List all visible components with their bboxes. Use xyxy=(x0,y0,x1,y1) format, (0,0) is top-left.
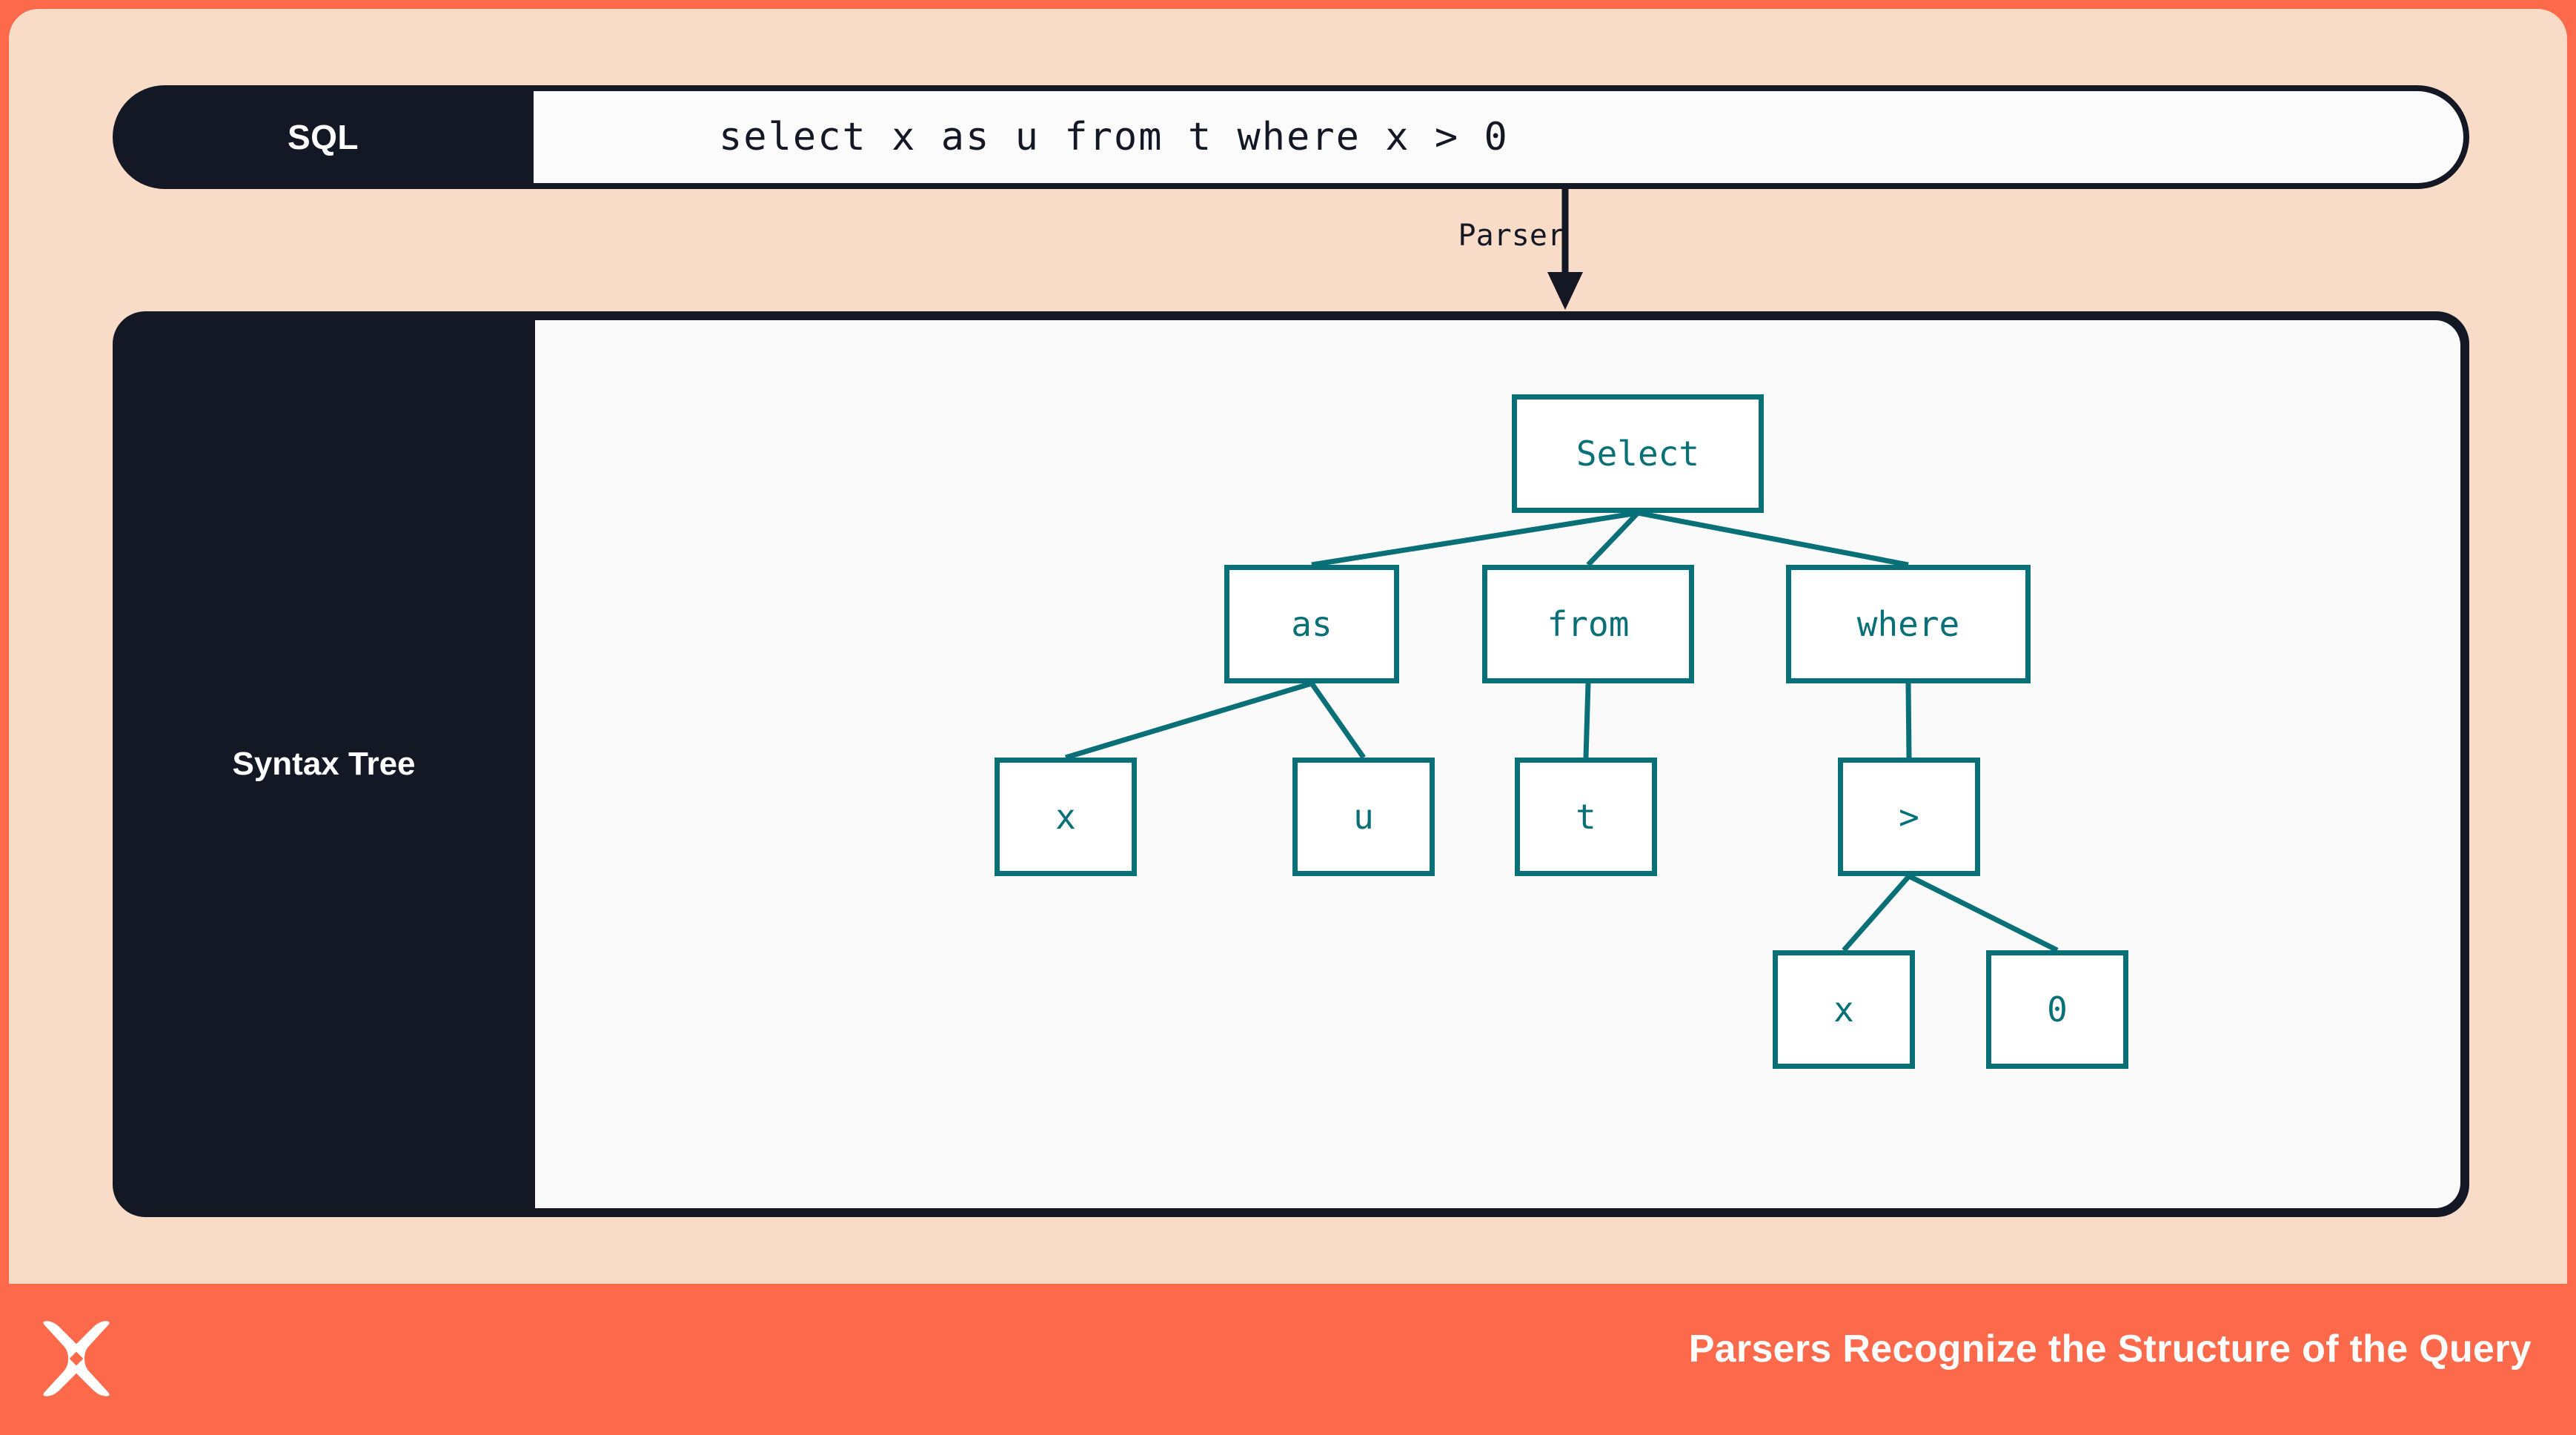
footer-caption: Parsers Recognize the Structure of the Q… xyxy=(1688,1328,2532,1371)
content-panel: SQL select x as u from t where x > 0 Par… xyxy=(9,9,2567,1284)
tree-node-label: Select xyxy=(1576,434,1700,474)
sql-query-text: select x as u from t where x > 0 xyxy=(719,115,1509,159)
tree-edge xyxy=(1311,510,1639,568)
tree-node-gt[interactable]: > xyxy=(1838,758,1980,876)
tree-edge xyxy=(1583,683,1591,758)
butterfly-x-logo-icon xyxy=(43,1321,110,1396)
tree-node-gt_0[interactable]: 0 xyxy=(1986,950,2128,1069)
parser-label: Parser xyxy=(1458,219,1566,253)
tree-edge xyxy=(1908,873,2059,953)
tree-node-as_x[interactable]: x xyxy=(995,758,1137,876)
sql-row-label: SQL xyxy=(287,118,359,156)
syntax-tree-canvas: Select as from where x u t > x 0 xyxy=(535,320,2460,1208)
tree-node-label: x xyxy=(1833,990,1854,1030)
tree-node-where[interactable]: where xyxy=(1786,565,2031,683)
syntax-tree-label: Syntax Tree xyxy=(232,746,416,782)
tree-edge xyxy=(1586,511,1640,567)
tree-node-label: where xyxy=(1856,604,1960,644)
sql-row: SQL select x as u from t where x > 0 xyxy=(113,85,2469,189)
tree-node-gt_x[interactable]: x xyxy=(1773,950,1915,1069)
tree-node-label: as xyxy=(1291,604,1332,644)
tree-node-label: t xyxy=(1576,797,1596,837)
tree-edges xyxy=(1064,510,2059,953)
tree-node-from_t[interactable]: t xyxy=(1515,758,1657,876)
footer-bar xyxy=(0,1284,2576,1435)
tree-node-label: u xyxy=(1353,797,1374,837)
down-arrow-icon xyxy=(1547,189,1583,310)
tree-node-as_u[interactable]: u xyxy=(1292,758,1435,876)
tree-node-label: > xyxy=(1899,797,1919,837)
tree-node-label: 0 xyxy=(2047,990,2068,1030)
syntax-tree-panel: Syntax Tree Select as from where x u t > x 0 xyxy=(113,311,2469,1217)
tree-edge xyxy=(1309,681,1366,760)
tree-node-select[interactable]: Select xyxy=(1512,394,1764,513)
tree-node-from[interactable]: from xyxy=(1482,565,1694,683)
sql-query-box[interactable]: select x as u from t where x > 0 xyxy=(534,91,2463,183)
tree-edge xyxy=(1064,680,1313,760)
tree-node-label: x xyxy=(1055,797,1076,837)
tree-edge xyxy=(1905,683,1912,758)
tree-edge xyxy=(1842,874,1911,952)
parser-transform: Parser xyxy=(1261,189,1617,311)
tree-node-label: from xyxy=(1547,604,1630,644)
tree-node-as[interactable]: as xyxy=(1224,565,1399,683)
tree-edge xyxy=(1637,510,1909,568)
